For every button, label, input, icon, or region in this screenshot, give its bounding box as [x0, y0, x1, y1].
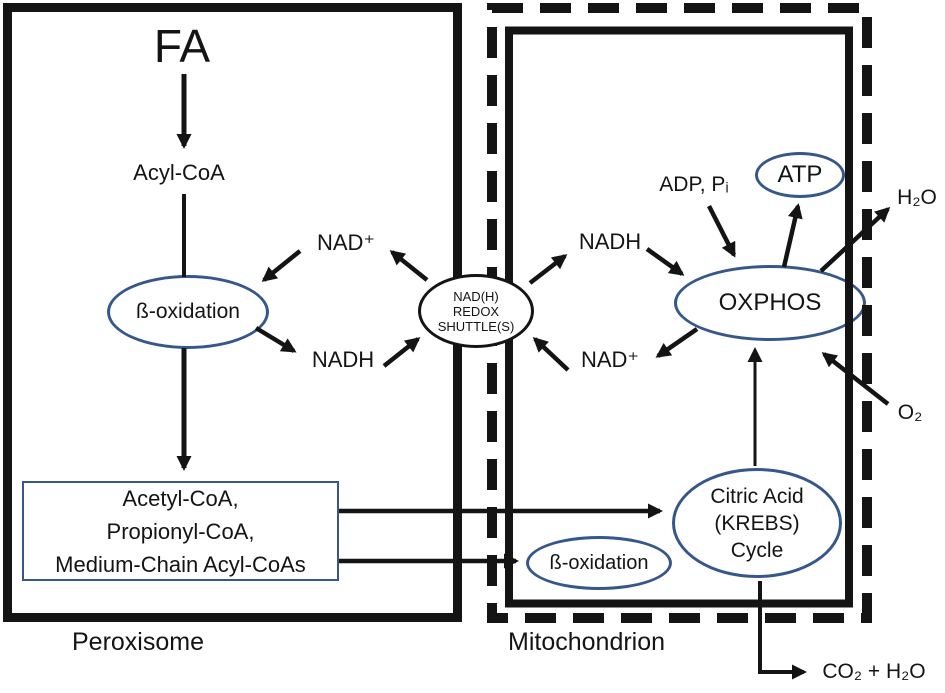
arrow-shuttle-to-mito-nadh — [528, 254, 568, 285]
mitochondrial-beta-oxidation-label: ß-oxidation — [549, 551, 649, 574]
acetyl-coa-products-box: Acetyl-CoA, Propionyl-CoA, Medium-Chain … — [22, 481, 339, 581]
mitochondrion-compartment-label: Mitochondrion — [508, 628, 666, 656]
arrow-mito-nad-to-shuttle — [532, 336, 570, 372]
arrow-perox-nadh-to-shuttle — [382, 337, 421, 368]
arrow-mito-nadh-to-oxphos — [645, 247, 685, 276]
acetyl-coa-line: Acetyl-CoA, — [122, 485, 239, 511]
shuttle-line-1: NAD(H) — [453, 288, 499, 304]
arrow-oxphos-to-h2o — [819, 206, 891, 273]
fa-label: FA — [153, 20, 211, 72]
nadh-redox-shuttle-ellipse: NAD(H) REDOX SHUTTLE(S) — [418, 274, 534, 348]
citric-acid-line: Citric Acid — [710, 484, 804, 508]
oxphos-ellipse: OXPHOS — [674, 265, 866, 341]
co2-h2o-label: CO₂ + H₂O — [822, 660, 926, 683]
acyl-coa-label: Acyl-CoA — [133, 160, 225, 185]
arrow-nad-to-perox-betaox — [261, 249, 302, 282]
o2-label: O₂ — [897, 401, 923, 424]
peroxisomal-beta-oxidation-ellipse: ß-oxidation — [107, 275, 269, 349]
peroxisomal-beta-oxidation-label: ß-oxidation — [136, 299, 240, 323]
mitochondrial-beta-oxidation-ellipse: ß-oxidation — [526, 536, 672, 590]
arrow-o2-to-oxphos — [821, 352, 890, 406]
atp-ellipse: ATP — [755, 152, 845, 198]
arrow-oxphos-to-mito-nad — [655, 327, 699, 358]
h2o-label: H₂O — [897, 186, 937, 209]
propionyl-coa-line: Propionyl-CoA, — [106, 518, 255, 544]
arrow-citric-to-co2 — [758, 581, 807, 680]
atp-label: ATP — [777, 161, 823, 188]
arrow-shuttle-to-perox-nad — [389, 250, 429, 282]
oxphos-label: OXPHOS — [718, 289, 822, 316]
arrow-adp-to-oxphos — [706, 204, 737, 258]
mito-nad-plus-label: NAD⁺ — [580, 347, 640, 372]
krebs-line: (KREBS) — [714, 511, 800, 535]
perox-nad-plus-label: NAD⁺ — [316, 230, 376, 255]
adp-pi-label: ADP, Pᵢ — [659, 173, 729, 196]
citric-acid-cycle-ellipse: Citric Acid (KREBS) Cycle — [672, 468, 842, 578]
arrow-oxphos-to-atp — [781, 203, 803, 268]
shuttle-line-3: SHUTTLE(S) — [437, 318, 515, 334]
medium-chain-acyl-coa-line: Medium-Chain Acyl-CoAs — [55, 551, 306, 577]
perox-nadh-label: NADH — [311, 347, 375, 372]
shuttle-line-2: REDOX — [452, 303, 500, 319]
peroxisome-compartment-label: Peroxisome — [72, 628, 204, 656]
arrow-perox-betaox-to-nadh — [254, 326, 297, 353]
mito-nadh-label: NADH — [578, 229, 642, 254]
cycle-line: Cycle — [730, 538, 784, 562]
